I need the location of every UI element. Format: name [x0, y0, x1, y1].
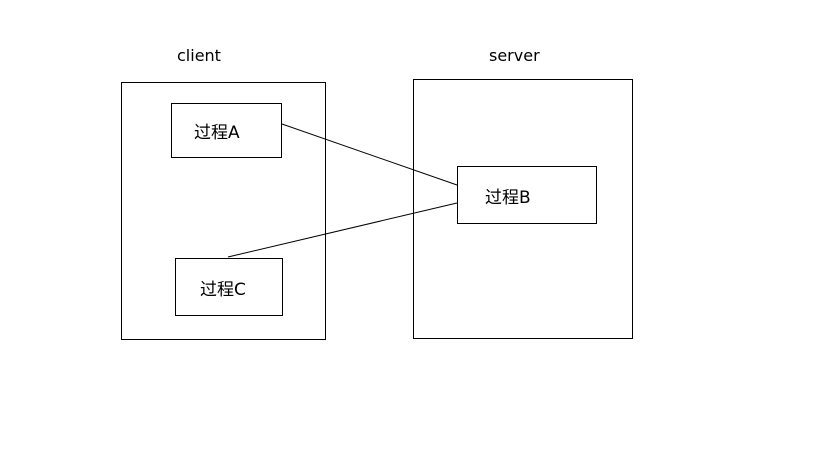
- node-process-b-label: 过程B: [485, 187, 531, 208]
- node-process-b: 过程B: [457, 166, 597, 224]
- client-group-label: client: [177, 46, 221, 65]
- server-group-box: [413, 79, 633, 339]
- node-process-c-label: 过程C: [200, 279, 246, 300]
- server-group-label: server: [489, 46, 540, 65]
- node-process-a: 过程A: [171, 103, 282, 158]
- node-process-c: 过程C: [175, 258, 283, 316]
- node-process-a-label: 过程A: [194, 123, 240, 143]
- client-group-box: [121, 82, 326, 340]
